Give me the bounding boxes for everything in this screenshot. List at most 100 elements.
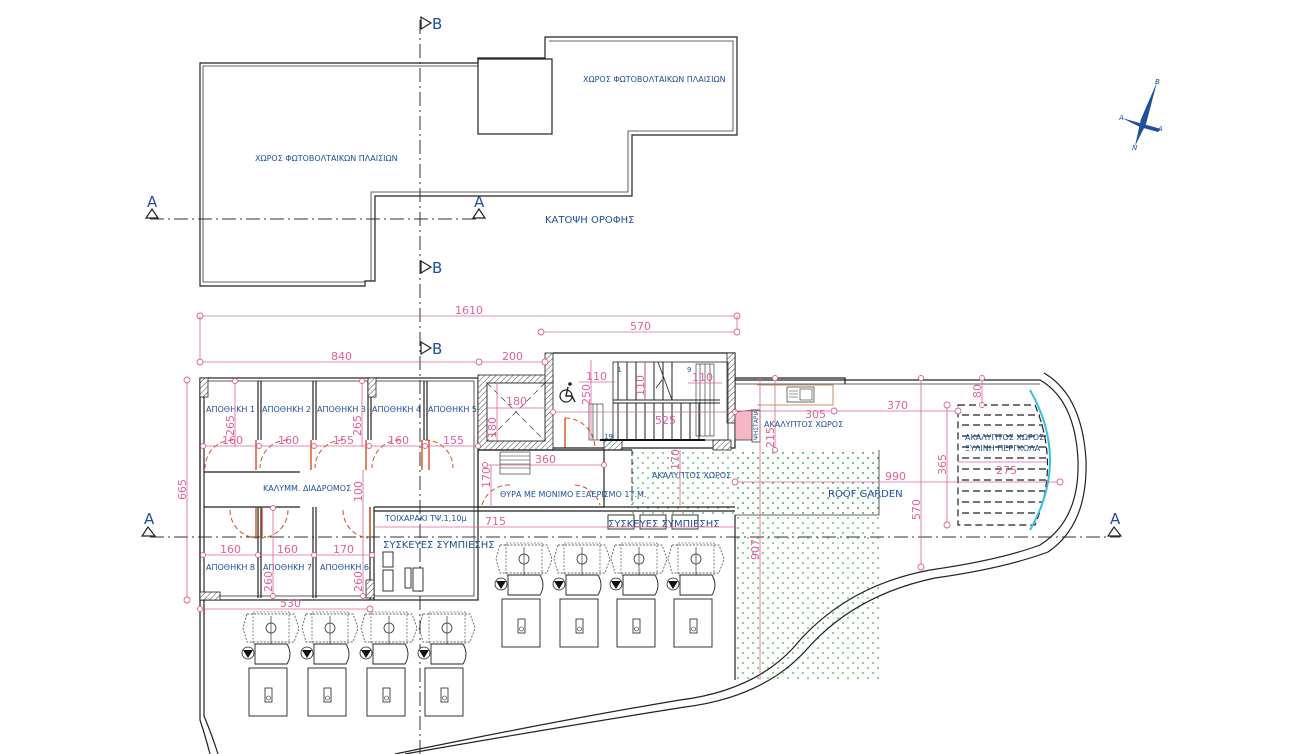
staircase: 1 9 19 [499, 361, 729, 475]
svg-text:N: N [1132, 144, 1138, 152]
dim-width-bottom-2: 160 [277, 543, 298, 556]
roof-outline-outer [199, 36, 738, 287]
core-wall [544, 352, 554, 384]
room-labels: ΑΠΟΘΗΚΗ 1 ΑΠΟΘΗΚΗ 2 ΑΠΟΘΗΚΗ 3 ΑΠΟΘΗΚΗ 4 … [206, 405, 1044, 572]
section-marker-a-roof-left: A [144, 193, 160, 219]
storage-8-label: ΑΠΟΘΗΚΗ 8 [206, 563, 255, 572]
roof-garden-area [735, 450, 879, 680]
wooden-pergola [957, 389, 1051, 531]
dim-width-top-3: 155 [333, 434, 354, 447]
svg-text:B: B [1155, 78, 1160, 86]
section-marker-b-floor: B [420, 340, 442, 358]
kitchen-wall [735, 377, 846, 384]
dim-corridor-depth: 100 [352, 481, 365, 502]
dim-kitchen-width: 305 [805, 408, 826, 421]
dim-lift-width: 180 [506, 395, 527, 408]
storage-2-label: ΑΠΟΘΗΚΗ 2 [262, 405, 311, 414]
compressors-label-left: ΣΥΣΚΕΥΕΣ ΣΥΜΠΙΕΣΗΣ [383, 540, 495, 551]
dim-room-depth-bottom-2: 260 [352, 571, 365, 592]
heat-pump-unit [552, 542, 611, 648]
svg-text:A: A [1157, 125, 1163, 133]
dim-stair-depth: 250 [580, 384, 593, 405]
column [367, 377, 377, 398]
dim-stair-landing-2: 110 [634, 375, 647, 396]
dim-terrace-width: 990 [885, 470, 906, 483]
core-wall [712, 439, 732, 451]
glass-balustrade [1029, 389, 1051, 531]
open-space-label-garden: ΑΚΑΛΥΠΤΟΣ ΧΩΡΟΣ [652, 471, 731, 480]
roof-stair-head [477, 58, 553, 135]
dim-width-bottom-3: 170 [333, 543, 354, 556]
compressor-small-units [382, 514, 699, 592]
dim-stair-landing-1: 110 [586, 370, 607, 383]
dim-garden-vertical: 907 [749, 539, 762, 560]
dim-stair-run: 525 [655, 414, 676, 427]
core-wall [726, 352, 736, 424]
dim-kitchen-height: 215 [764, 427, 777, 448]
vestibule [477, 449, 605, 508]
heat-pump-unit [417, 611, 476, 717]
svg-text:A: A [144, 510, 155, 528]
dim-pergola-height: 365 [936, 454, 949, 475]
north-arrow-icon: B A A N [1118, 78, 1163, 152]
heat-pump-units [241, 542, 725, 717]
dim-bottom-block: 530 [280, 597, 301, 610]
heat-pump-unit [359, 611, 418, 717]
column [199, 377, 209, 398]
roof-garden-label: ROOF GARDEN [828, 489, 903, 500]
storage-5-label: ΑΠΟΘΗΚΗ 5 [428, 405, 477, 414]
storage-block-inner [203, 380, 475, 597]
pergola-label-2: ΞΥΛΙΝΗ ΠΕΡΓΚΟΛΑ [965, 444, 1041, 453]
open-space-label-kitchen: ΑΚΑΛΥΠΤΟΣ ΧΩΡΟΣ [764, 420, 843, 429]
heat-pump-unit [609, 542, 668, 648]
section-marker-b-roof: B [420, 259, 442, 277]
dim-overall: 1610 [455, 304, 483, 317]
dim-pergola-width: 275 [996, 464, 1017, 477]
dim-stair-landing-3: 110 [692, 371, 713, 384]
svg-text:B: B [432, 259, 442, 277]
kitchen-counter [757, 384, 834, 406]
heat-pump-unit [241, 611, 300, 717]
dim-pergola-top: 80 [971, 384, 984, 398]
storage-6-label: ΑΠΟΘΗΚΗ 6 [320, 563, 369, 572]
storage-4-label: ΑΠΟΘΗΚΗ 4 [372, 405, 421, 414]
svg-text:B: B [432, 15, 442, 33]
dim-hall-width: 360 [535, 453, 556, 466]
pergola-label-1: ΑΚΑΛΥΠΤΟΣ ΧΩΡΟΣ [965, 433, 1044, 442]
svg-text:A: A [1118, 114, 1124, 122]
dim-width-top-1: 160 [222, 434, 243, 447]
section-marker-a-floor-left: A [140, 510, 157, 537]
dim-garden-height: 170 [669, 449, 682, 470]
wheelchair-accessible-icon [559, 382, 576, 403]
dim-hall-height: 170 [480, 467, 493, 488]
compressors-label-right: ΣΥΣΚΕΥΕΣ ΣΥΜΠΙΕΣΗΣ [608, 519, 720, 530]
corridor-label: ΚΑΛΥΜΜ. ΔΙΑΔΡΟΜΟΣ [263, 484, 351, 493]
heat-pump-unit [494, 542, 553, 648]
dim-storage-block: 840 [331, 350, 352, 363]
outer-curved-boundary [394, 372, 1087, 754]
grill-label: ΨΗΣΤΑΡΙΑ [753, 409, 760, 440]
core-wall [603, 439, 623, 451]
dim-width-top-4: 160 [388, 434, 409, 447]
grill-icon: ΨΗΣΤΑΡΙΑ [734, 409, 761, 443]
stair-step-label: 9 [687, 366, 691, 374]
floor-plan: 1 9 19 ΨΗΣΤΑΡΙΑ [176, 304, 1087, 754]
dim-width-bottom-1: 160 [220, 543, 241, 556]
dim-pergola-offset: 370 [887, 399, 908, 412]
parapet-label: ΤΟΙΧΑΡΑΚΙ ΤΨ.1,10μ [384, 514, 467, 523]
dimension-lines: 1610 570 840 200 665 265 265 160 160 155 [176, 304, 1064, 680]
terrace-outline [199, 378, 219, 754]
sink-icon [786, 386, 815, 403]
storage-1-label: ΑΠΟΘΗΚΗ 1 [206, 405, 255, 414]
svg-text:A: A [474, 193, 485, 211]
dim-parapet-length: 715 [485, 515, 506, 528]
dim-height-left: 665 [176, 479, 189, 500]
section-marker-a-roof-right: A [471, 193, 487, 219]
storage-7-label: ΑΠΟΘΗΚΗ 7 [263, 563, 312, 572]
doors [204, 417, 601, 539]
roof-outline-inner [202, 40, 734, 283]
dim-room-depth-2: 265 [351, 415, 364, 436]
dim-lift-height: 180 [486, 417, 499, 438]
svg-text:B: B [432, 340, 442, 358]
stair-step-label: 1 [617, 366, 621, 374]
